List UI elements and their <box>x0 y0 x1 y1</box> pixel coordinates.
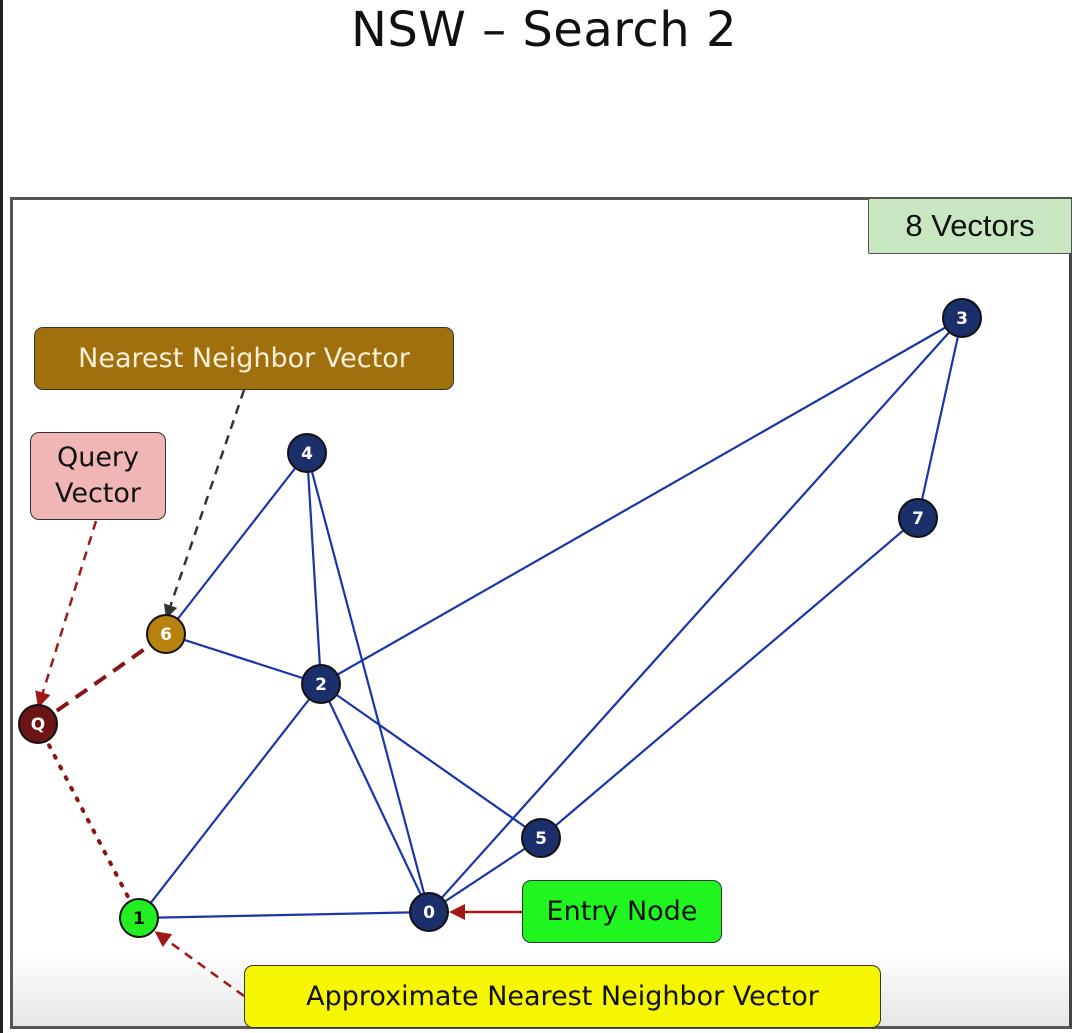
node-4: 4 <box>287 433 327 473</box>
edge-2-1 <box>138 683 322 919</box>
page-border <box>0 0 3 1033</box>
node-circle-4 <box>287 433 327 473</box>
edge-3-0 <box>428 317 963 913</box>
node-label-6: 6 <box>160 625 172 645</box>
node-label-7: 7 <box>912 509 924 529</box>
node-1: 1 <box>119 898 159 938</box>
node-label-1: 1 <box>133 909 145 929</box>
node-5: 5 <box>521 818 561 858</box>
node-0: 0 <box>409 892 449 932</box>
node-circle-2 <box>301 664 341 704</box>
node-circle-Q <box>18 704 58 744</box>
edge-2-5 <box>320 683 542 839</box>
query-label-line2: Vector <box>54 478 142 509</box>
edge-4-0 <box>305 452 431 913</box>
node-circle-3 <box>942 298 982 338</box>
vector-count-badge: 8 Vectors <box>868 198 1072 254</box>
nearest-neighbor-label: Nearest Neighbor Vector <box>34 327 454 390</box>
node-2: 2 <box>301 664 341 704</box>
edge-4-6 <box>165 452 308 635</box>
edge-3-7 <box>916 317 964 519</box>
node-circle-1 <box>119 898 159 938</box>
node-label-2: 2 <box>315 675 327 695</box>
query-vector-label: Query Vector <box>30 432 166 520</box>
query-link-Q-1 <box>36 722 141 920</box>
edge-7-5 <box>540 517 919 839</box>
query-label-line1: Query <box>56 442 140 473</box>
approx-nn-pointer <box>154 931 245 998</box>
node-label-4: 4 <box>301 444 313 464</box>
node-3: 3 <box>942 298 982 338</box>
approximate-nearest-neighbor-label: Approximate Nearest Neighbor Vector <box>244 965 881 1028</box>
page-title: NSW – Search 2 <box>350 2 738 58</box>
edge-2-3 <box>320 317 963 685</box>
node-label-0: 0 <box>423 903 435 923</box>
pointers-layer <box>35 389 522 998</box>
query-links-layer <box>36 632 168 920</box>
edge-4-2 <box>305 452 323 685</box>
edge-6-2 <box>165 632 322 686</box>
edges-layer <box>138 317 964 920</box>
entry-node-label: Entry Node <box>522 880 722 943</box>
query-vector-pointer <box>35 520 98 708</box>
node-circle-6 <box>146 614 186 654</box>
node-circle-5 <box>521 818 561 858</box>
node-label-5: 5 <box>535 829 547 849</box>
node-7: 7 <box>898 498 938 538</box>
query-link-Q-6 <box>36 632 168 726</box>
edge-1-0 <box>138 910 430 920</box>
node-6: 6 <box>146 614 186 654</box>
node-Q: Q <box>18 704 58 744</box>
edge-5-0 <box>428 837 542 913</box>
nodes-layer: 0 1 2 3 4 5 6 7Q <box>18 298 982 938</box>
node-label-3: 3 <box>956 309 968 329</box>
node-circle-7 <box>898 498 938 538</box>
node-circle-0 <box>409 892 449 932</box>
nearest-neighbor-pointer <box>163 389 246 619</box>
node-label-Q: Q <box>31 715 45 735</box>
edge-2-0 <box>320 683 430 913</box>
